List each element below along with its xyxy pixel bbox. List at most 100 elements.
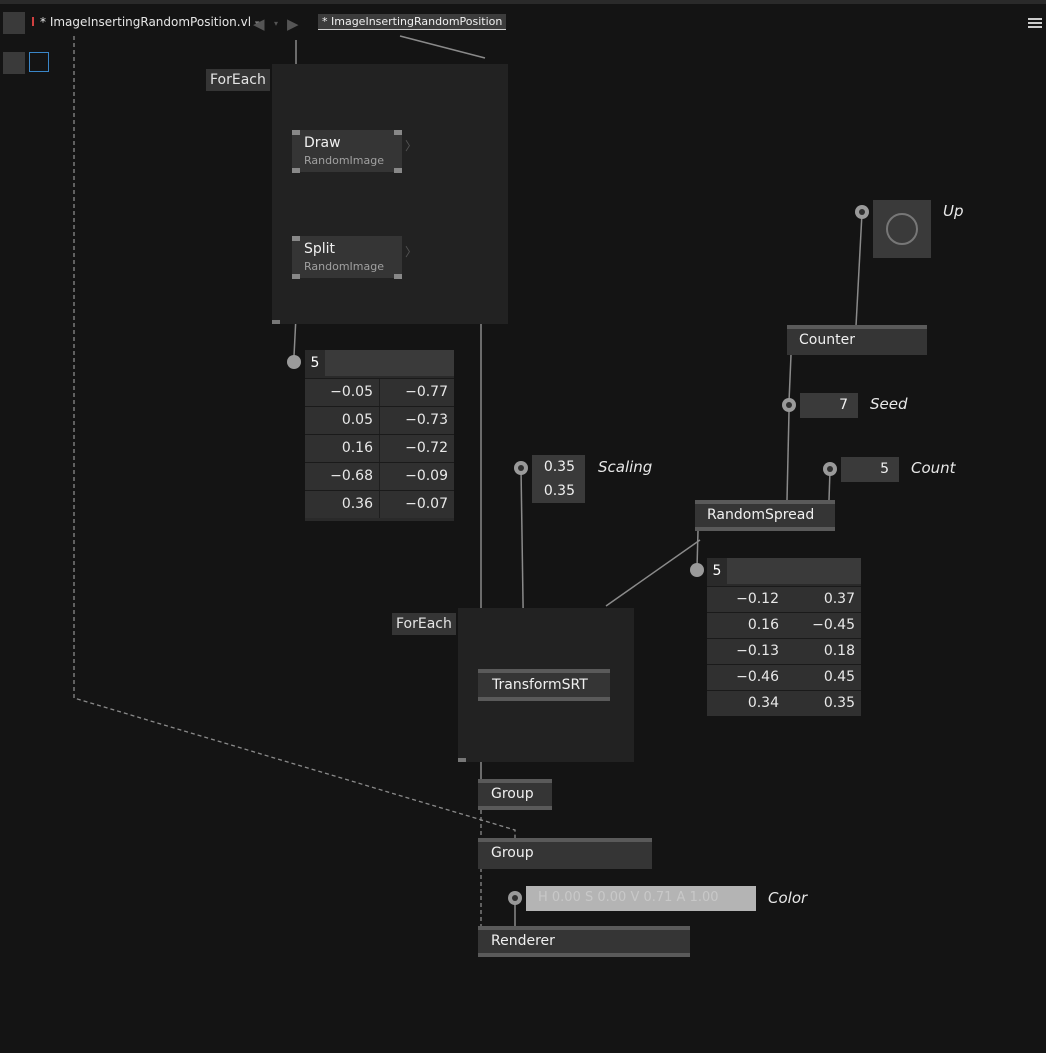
output-pin-bar[interactable] — [478, 806, 552, 810]
output-pin-bar[interactable] — [695, 527, 835, 531]
seed-pin-knob[interactable] — [782, 398, 796, 412]
foreach-region-top[interactable] — [272, 64, 508, 324]
spread-count: 5 — [305, 350, 325, 376]
region-resize-handle[interactable] — [458, 758, 466, 762]
table-row[interactable]: 0.05 −0.73 — [305, 406, 454, 434]
node-title: RandomSpread — [707, 507, 815, 523]
seed-input[interactable]: 7 — [800, 393, 858, 418]
table-row[interactable]: −0.05 −0.77 — [305, 378, 454, 406]
cell-x: −0.12 — [736, 591, 779, 607]
node-split[interactable]: Split RandomImage — [292, 236, 402, 279]
color-pin-knob[interactable] — [508, 891, 522, 905]
node-random-spread[interactable]: RandomSpread — [695, 500, 835, 531]
window-top-border — [0, 0, 1046, 4]
spread-header — [305, 350, 454, 376]
table-row[interactable]: −0.12 0.37 — [707, 586, 861, 612]
spread-output-knob[interactable] — [690, 563, 704, 577]
node-title: Group — [491, 786, 534, 802]
cell-x: 0.36 — [341, 496, 373, 512]
count-pin-knob[interactable] — [823, 462, 837, 476]
scaling-x[interactable]: 0.35 — [543, 459, 575, 475]
up-pin-knob[interactable] — [855, 205, 869, 219]
input-pin[interactable] — [292, 130, 300, 135]
table-row[interactable]: −0.68 −0.09 — [305, 462, 454, 490]
chevron-right-icon: 〉 — [405, 139, 418, 153]
output-pin[interactable] — [394, 168, 402, 173]
scaling-label: Scaling — [598, 458, 653, 476]
output-pin[interactable] — [292, 168, 300, 173]
input-pin-bar[interactable] — [478, 669, 610, 673]
patch-path-label[interactable]: * ImageInsertingRandomPosition — [318, 14, 507, 30]
input-pin-bar[interactable] — [478, 779, 552, 783]
table-row[interactable]: 0.36 −0.07 — [305, 490, 454, 518]
node-transform-srt[interactable]: TransformSRT — [478, 669, 610, 701]
node-renderer[interactable]: Renderer — [478, 926, 690, 957]
output-pin[interactable] — [394, 274, 402, 279]
cell-x: 0.16 — [747, 617, 779, 633]
input-pin-bar[interactable] — [695, 500, 835, 504]
node-counter[interactable]: Counter — [787, 325, 927, 355]
app-menu-button[interactable] — [3, 12, 25, 34]
document-tab[interactable]: * ImageInsertingRandomPosition.vl ▾ — [40, 15, 259, 29]
seed-label: Seed — [870, 395, 908, 413]
input-pin[interactable] — [292, 236, 300, 241]
nav-back-icon[interactable]: ◀ — [253, 15, 265, 33]
table-row[interactable]: −0.46 0.45 — [707, 664, 861, 690]
foreach-label-bottom: ForEach — [392, 613, 456, 635]
table-row[interactable]: 0.16 −0.45 — [707, 612, 861, 638]
node-title: Counter — [799, 332, 855, 348]
spread-output-knob[interactable] — [287, 355, 301, 369]
toolbar-square-button[interactable] — [3, 52, 25, 74]
cell-x: 0.16 — [341, 440, 373, 456]
region-resize-handle[interactable] — [272, 320, 280, 324]
node-title: Group — [491, 845, 534, 861]
node-draw[interactable]: Draw RandomImage — [292, 130, 402, 173]
cell-y: 0.45 — [823, 669, 855, 685]
bang-button[interactable] — [873, 200, 931, 258]
nav-forward-icon[interactable]: ▶ — [287, 15, 299, 33]
circle-icon — [886, 213, 918, 245]
cell-y: −0.07 — [379, 491, 448, 518]
color-input[interactable]: H 0.00 S 0.00 V 0.71 A 1.00 — [526, 886, 756, 911]
selection-square-button[interactable] — [29, 52, 49, 72]
count-label: Count — [911, 459, 956, 477]
chevron-down-icon[interactable]: ▾ — [254, 19, 260, 29]
table-row[interactable]: 0.16 −0.72 — [305, 434, 454, 462]
cell-y: 0.35 — [823, 695, 855, 711]
input-pin-bar[interactable] — [787, 325, 927, 329]
cell-x: −0.05 — [330, 384, 373, 400]
spread-iobox-left[interactable]: 5 −0.05 −0.77 0.05 −0.73 0.16 −0.72 −0.6… — [305, 350, 454, 521]
output-pin-bar[interactable] — [478, 953, 690, 957]
cell-x: −0.68 — [330, 468, 373, 484]
node-group-2[interactable]: Group — [478, 838, 652, 869]
up-label: Up — [943, 202, 964, 220]
node-category: RandomImage — [304, 260, 384, 273]
input-pin[interactable] — [394, 130, 402, 135]
node-group-1[interactable]: Group — [478, 779, 552, 810]
output-pin[interactable] — [292, 274, 300, 279]
cell-y: −0.77 — [379, 379, 448, 406]
scaling-y[interactable]: 0.35 — [543, 483, 575, 499]
node-title: Split — [304, 241, 336, 257]
cell-y: −0.73 — [379, 407, 448, 434]
cell-y: 0.37 — [823, 591, 855, 607]
document-tab-title: * ImageInsertingRandomPosition.vl — [40, 15, 252, 29]
input-pin-bar[interactable] — [478, 838, 652, 842]
chevron-right-icon: 〉 — [405, 245, 418, 259]
table-row[interactable]: 0.34 0.35 — [707, 690, 861, 716]
output-pin-bar[interactable] — [478, 697, 610, 701]
cell-y: −0.09 — [379, 463, 448, 490]
cell-x: 0.34 — [747, 695, 779, 711]
cell-y: −0.45 — [812, 617, 855, 633]
scaling-pin-knob[interactable] — [514, 461, 528, 475]
count-input[interactable]: 5 — [841, 457, 899, 482]
color-label: Color — [768, 889, 808, 907]
hamburger-icon[interactable] — [1028, 16, 1044, 29]
nav-history-chevron-icon[interactable]: ▾ — [274, 19, 279, 28]
foreach-label-top: ForEach — [206, 69, 270, 91]
input-pin-bar[interactable] — [478, 926, 690, 930]
scaling-input[interactable]: 0.35 0.35 — [532, 455, 585, 503]
spread-iobox-right[interactable]: 5 −0.12 0.37 0.16 −0.45 −0.13 0.18 −0.46… — [707, 558, 861, 716]
cell-y: −0.72 — [379, 435, 448, 462]
table-row[interactable]: −0.13 0.18 — [707, 638, 861, 664]
